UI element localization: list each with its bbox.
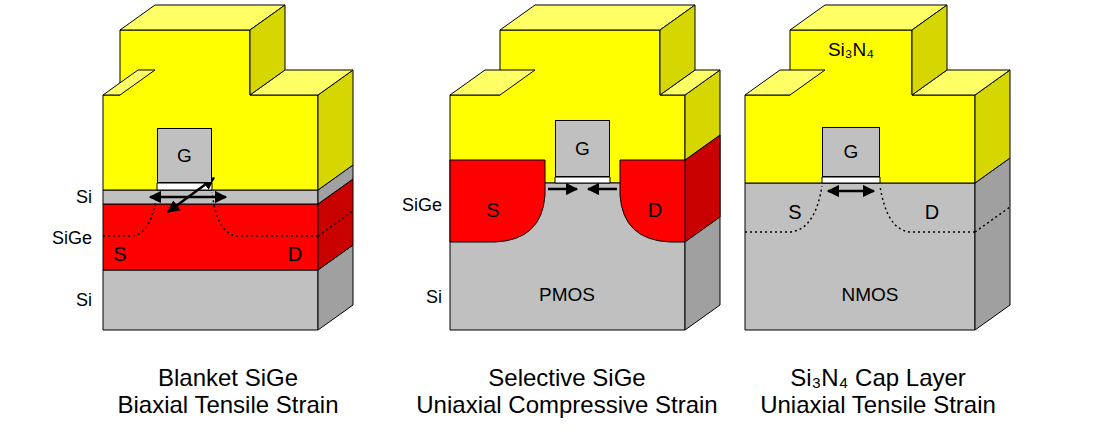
layer-label: PMOS [539,284,595,306]
source-region: S [788,201,801,224]
terminal-label: D [288,243,302,265]
layer-label: SiGe [402,195,442,216]
caption-text: Uniaxial Compressive Strain [416,391,717,419]
terminal-label: D [648,199,662,221]
terminal-label: D [925,201,939,223]
caption-text: Biaxial Tensile Strain [117,391,338,419]
drain-region: D [925,201,939,224]
gate-label: G [177,145,192,167]
terminal-label: S [486,199,499,221]
layer-label: Si₃N₄ [828,39,874,61]
terminal-label: S [113,243,126,265]
gate-electrode: G [157,128,212,183]
source-region: S [486,199,499,222]
terminal-label: S [788,201,801,223]
layer-label: Si [76,290,92,311]
drain-region: D [648,199,662,222]
source-region: S [113,243,126,266]
layer-label: SiGe [52,228,92,249]
caption-text: Blanket SiGe [158,364,298,392]
caption-text: Uniaxial Tensile Strain [760,391,996,419]
gate-electrode: G [822,127,880,177]
layer-label: Si [426,287,442,308]
gate-electrode: G [555,120,610,177]
layer-label: Si [76,187,92,208]
layer-label: NMOS [842,284,899,306]
gate-label: G [575,138,590,160]
gate-label: G [844,141,859,163]
caption-text: Selective SiGe [488,364,645,392]
caption-text: Si₃N₄ Cap Layer [790,364,966,392]
drain-region: D [288,243,302,266]
